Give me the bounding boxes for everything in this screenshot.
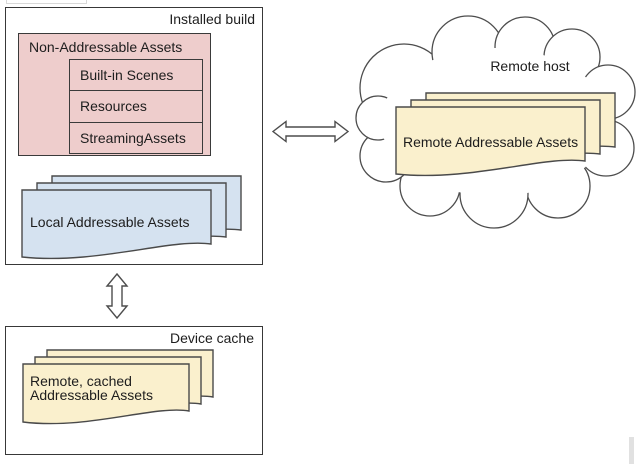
non-addressable-assets-list: Built-in Scenes Resources StreamingAsset… — [69, 59, 203, 154]
scrollbar-thumb[interactable] — [629, 437, 634, 464]
list-item-resources: Resources — [70, 90, 202, 121]
cached-addressable-assets-label: Remote, cached Addressable Assets — [30, 373, 153, 403]
sync-arrow-vertical — [105, 272, 129, 320]
non-addressable-assets-box: Non-Addressable Assets Built-in Scenes R… — [18, 33, 211, 156]
local-addressable-assets-label: Local Addressable Assets — [30, 214, 190, 230]
installed-build-title: Installed build — [169, 11, 255, 27]
cropped-element-fragment — [6, 0, 87, 4]
document-shape — [21, 189, 212, 260]
installed-build-box — [5, 7, 263, 265]
device-cache-title: Device cache — [169, 330, 254, 346]
remote-addressable-stack — [395, 92, 616, 177]
non-addressable-assets-title: Non-Addressable Assets — [29, 39, 183, 55]
cached-addressable-stack — [22, 349, 214, 425]
sync-arrow-horizontal — [271, 120, 350, 143]
list-item-built-in-scenes: Built-in Scenes — [80, 67, 174, 84]
remote-host-title: Remote host — [490, 58, 570, 74]
list-item-streamingassets: StreamingAssets — [70, 121, 202, 153]
remote-addressable-assets-label: Remote Addressable Assets — [403, 134, 579, 150]
document-shape — [22, 363, 190, 425]
document-shape — [395, 106, 586, 177]
device-cache-box — [5, 326, 263, 455]
local-addressable-stack — [21, 175, 242, 260]
